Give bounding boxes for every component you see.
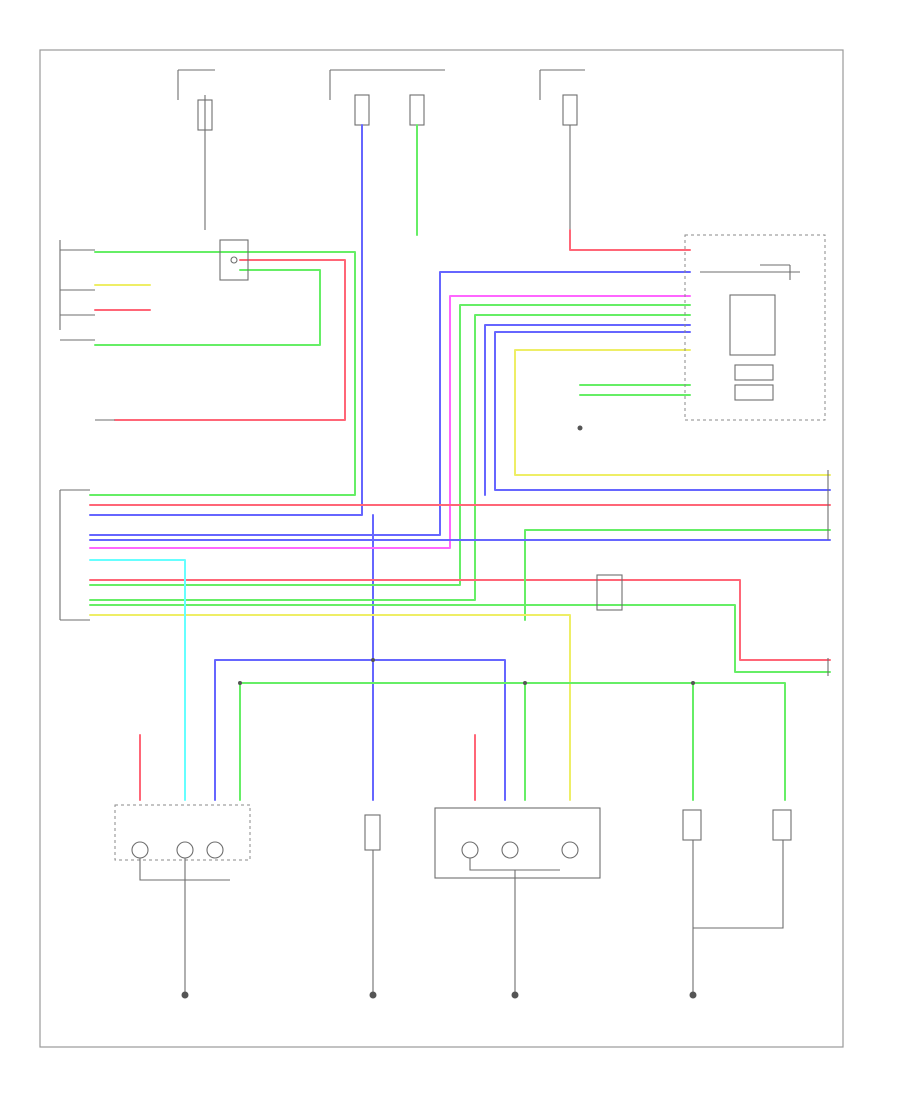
- wire-green-lower-a: [239, 682, 786, 801]
- wire-blue-meter: [89, 271, 691, 536]
- components: [59, 234, 829, 676]
- lamp-assemblies: [114, 804, 792, 995]
- diagram-frame: [39, 49, 844, 1048]
- wire-green-bus-2: [89, 604, 831, 673]
- ground-icon: [369, 991, 377, 999]
- ground-icon: [689, 991, 697, 999]
- wire-green-meter-a: [89, 304, 691, 586]
- wire-blue-meter-b: [484, 324, 691, 496]
- ground-icon: [577, 425, 583, 431]
- lamp-bulb-right-2: [501, 841, 519, 859]
- wire-yellow-meter: [514, 349, 831, 476]
- top-power-feeds: [177, 69, 585, 230]
- lamp-bulb-left-1: [131, 841, 149, 859]
- lamp-bulb-right-1: [461, 841, 479, 859]
- wire-blue-meter-c: [494, 331, 831, 491]
- wire-blue-lower-b: [214, 659, 506, 801]
- wire-magenta-meter: [89, 295, 691, 549]
- ground-points: [181, 425, 697, 999]
- lamp-bulb-left-2: [176, 841, 194, 859]
- wire-red-relay: [114, 259, 346, 421]
- lamp-bulb-right-3: [561, 841, 579, 859]
- ground-icon: [181, 991, 189, 999]
- wire-green-relay: [94, 269, 321, 346]
- wire-cyan-turn: [89, 559, 186, 801]
- lamp-bulb-left-3: [206, 841, 224, 859]
- wire-green-hazard: [89, 251, 356, 496]
- ground-icon: [511, 991, 519, 999]
- wire-yellow-bus: [89, 614, 571, 801]
- splice-points: [238, 658, 695, 685]
- wire-blue-center: [89, 124, 363, 516]
- wire-green-bus-3: [524, 529, 831, 621]
- wire-red-bus-2: [89, 579, 831, 661]
- wire-red-meter-feed: [569, 229, 691, 251]
- wire-green-meter-b: [89, 314, 691, 601]
